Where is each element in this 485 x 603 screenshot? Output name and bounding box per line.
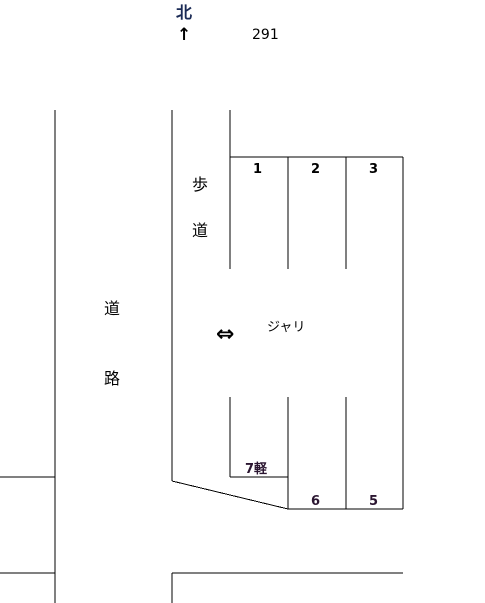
- sidewalk-label-2: 道: [192, 221, 208, 240]
- space-number-3: 3: [369, 162, 378, 177]
- road-label-2: 路: [104, 369, 120, 388]
- road-label-1: 道: [104, 299, 120, 318]
- space-number-1: 1: [253, 162, 262, 177]
- gravel-label: ジャリ: [267, 320, 305, 335]
- double-arrow-icon: ⇔: [216, 322, 234, 347]
- space-number-6: 6: [311, 494, 320, 509]
- space-number-7-kei: 7軽: [245, 461, 268, 477]
- north-label: 北: [176, 3, 192, 22]
- north-arrow-icon: ↑: [177, 25, 191, 45]
- space-number-5: 5: [369, 494, 378, 509]
- lot-diagonal-edge: [171, 480, 289, 510]
- space-number-2: 2: [311, 162, 320, 177]
- route-number: 291: [252, 27, 279, 43]
- sidewalk-label-1: 歩: [192, 175, 208, 194]
